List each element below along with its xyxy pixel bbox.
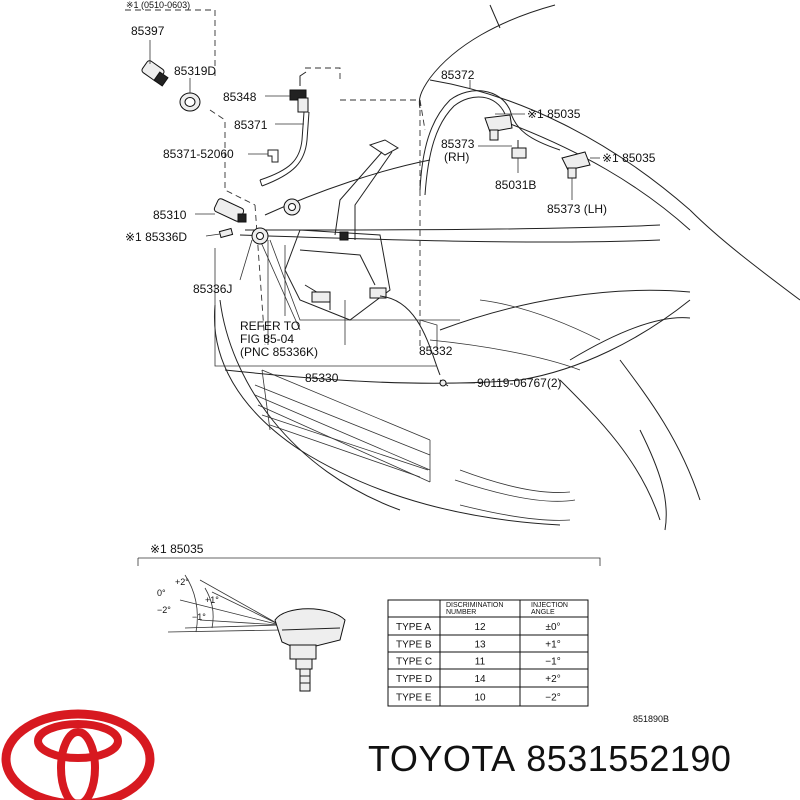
table-type-cell: TYPE C	[396, 657, 432, 668]
part-85035-rh-nozzle	[484, 114, 513, 141]
part-85319D-grommet	[179, 92, 201, 112]
label-90119-06767: 90119-06767(2)	[477, 376, 562, 390]
label-85319D: 85319D	[174, 64, 216, 78]
table-number-cell: 11	[475, 657, 486, 668]
angle-0: 0°	[157, 588, 166, 598]
table-number-cell: 12	[474, 622, 486, 633]
label-85371: 85371	[234, 118, 268, 132]
part-85371-hose	[259, 111, 310, 187]
table-angle-cell: +1°	[545, 640, 560, 651]
part-85332-bolt-area	[439, 379, 449, 387]
refer-to-line-3: (PNC 85336K)	[240, 345, 318, 359]
part-number: 8531552190	[526, 738, 732, 779]
label-85031B: 85031B	[495, 178, 536, 192]
refer-to-line-2: FIG 85-04	[240, 332, 294, 346]
label-85371-52060: 85371-52060	[163, 147, 234, 161]
table-number-cell: 10	[474, 693, 486, 704]
label-rh: (RH)	[444, 150, 469, 164]
table-type-cell: TYPE E	[396, 693, 432, 704]
label-85330: 85330	[305, 371, 339, 385]
label-85035-rh: ※1 85035	[527, 107, 581, 121]
part-85330-reservoir	[284, 139, 441, 376]
label-85336D: ※1 85336D	[125, 230, 187, 244]
detail-label: ※1 85035	[150, 542, 204, 556]
label-85372: 85372	[441, 68, 475, 82]
angle-minus2: −2°	[157, 605, 171, 615]
table-type-cell: TYPE B	[396, 640, 432, 651]
header-note: ※1 (0510-0603)	[126, 0, 190, 10]
part-85397-nozzle	[141, 60, 169, 87]
angle-minus1: −1°	[192, 612, 206, 622]
label-85348: 85348	[223, 90, 257, 104]
table-angle-cell: ±0°	[545, 622, 560, 633]
refer-to-line-1: REFER TO	[240, 319, 300, 333]
leader-lines	[149, 40, 600, 384]
label-85336J: 85336J	[193, 282, 232, 296]
table-type-cell: TYPE A	[396, 622, 431, 633]
table-number-cell: 13	[474, 640, 486, 651]
nozzle-detail-view: ※1 85035 0° +2° +1° −2° −1°	[137, 542, 601, 692]
brand-name: TOYOTA	[368, 738, 516, 779]
part-85035-lh-nozzle	[561, 151, 591, 179]
table-angle-cell: +2°	[545, 674, 560, 685]
toyota-logo	[1, 709, 155, 800]
table-rows: TYPE A 12 ±0° TYPE B 13 +1° TYPE C 11 −1° TYPE D 1…	[396, 622, 561, 704]
part-85310-pump	[213, 198, 247, 223]
angle-plus1: +1°	[205, 595, 219, 605]
table-number-cell: 14	[474, 674, 486, 685]
part-85336D-plug	[218, 227, 234, 239]
label-85310: 85310	[153, 208, 187, 222]
brand-text: TOYOTA 8531552190	[368, 738, 731, 780]
label-85035-lh: ※1 85035	[602, 151, 656, 165]
part-85348-check-valve	[289, 71, 309, 113]
part-85031B-joint	[511, 140, 527, 159]
angle-plus2: +2°	[175, 577, 189, 587]
table-type-cell: TYPE D	[396, 674, 432, 685]
label-85373-rh: 85373	[441, 137, 475, 151]
car-body-outline	[213, 4, 800, 531]
label-85332: 85332	[419, 344, 453, 358]
label-85397: 85397	[131, 24, 165, 38]
label-85373-lh: 85373 (LH)	[547, 202, 607, 216]
part-85336J-grommet	[251, 198, 301, 245]
table-angle-cell: −2°	[545, 693, 560, 704]
part-85372-hose	[419, 90, 561, 196]
figure-code: 851890B	[633, 714, 669, 724]
table-angle-cell: −1°	[545, 657, 560, 668]
part-85371-52060-clip	[267, 149, 279, 163]
